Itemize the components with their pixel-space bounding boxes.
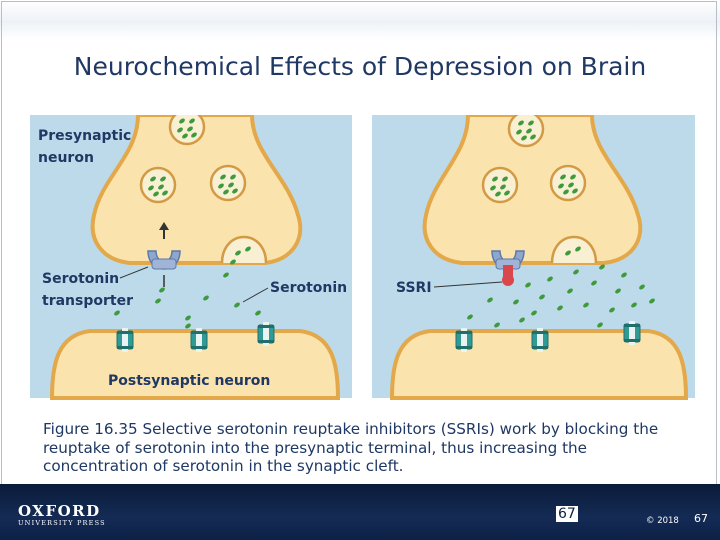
presynaptic-terminal-right: [422, 115, 643, 265]
transporter-label-line2: transporter: [42, 293, 133, 309]
ssri-label: SSRI: [396, 280, 432, 296]
figure-caption: Figure 16.35 Selective serotonin reuptak…: [43, 420, 659, 475]
ssri-molecule: [502, 265, 514, 286]
ssri-leader-line: [433, 281, 503, 288]
transporter-label-line1: Serotonin: [42, 271, 119, 287]
copyright-text: © 2018: [646, 516, 679, 526]
footer-bar: [0, 484, 720, 540]
page-number-right: 67: [694, 512, 708, 525]
serotonin-transporter: [147, 222, 181, 287]
serotonin-leader-line: [242, 287, 269, 303]
publisher-main: OXFORD: [18, 502, 101, 520]
page-number-center: 67: [556, 506, 578, 522]
slide-title: Neurochemical Effects of Depression on B…: [73, 52, 647, 81]
postsynaptic-label: Postsynaptic neuron: [108, 373, 270, 389]
top-band: [0, 0, 720, 40]
left-panel: Presynaptic neuron Serotonin transporter…: [30, 115, 352, 400]
right-panel: SSRI: [372, 115, 695, 400]
presynaptic-label-line2: neuron: [38, 150, 94, 166]
transporter-leader-line: [119, 266, 149, 279]
synapse-figure: Presynaptic neuron Serotonin transporter…: [30, 115, 695, 400]
presynaptic-terminal-left: [90, 115, 303, 265]
oxford-university-press-logo: OXFORD UNIVERSITY PRESS: [18, 504, 106, 528]
presynaptic-label-line1: Presynaptic: [38, 128, 131, 144]
serotonin-label: Serotonin: [270, 280, 347, 296]
publisher-sub: UNIVERSITY PRESS: [18, 519, 106, 527]
